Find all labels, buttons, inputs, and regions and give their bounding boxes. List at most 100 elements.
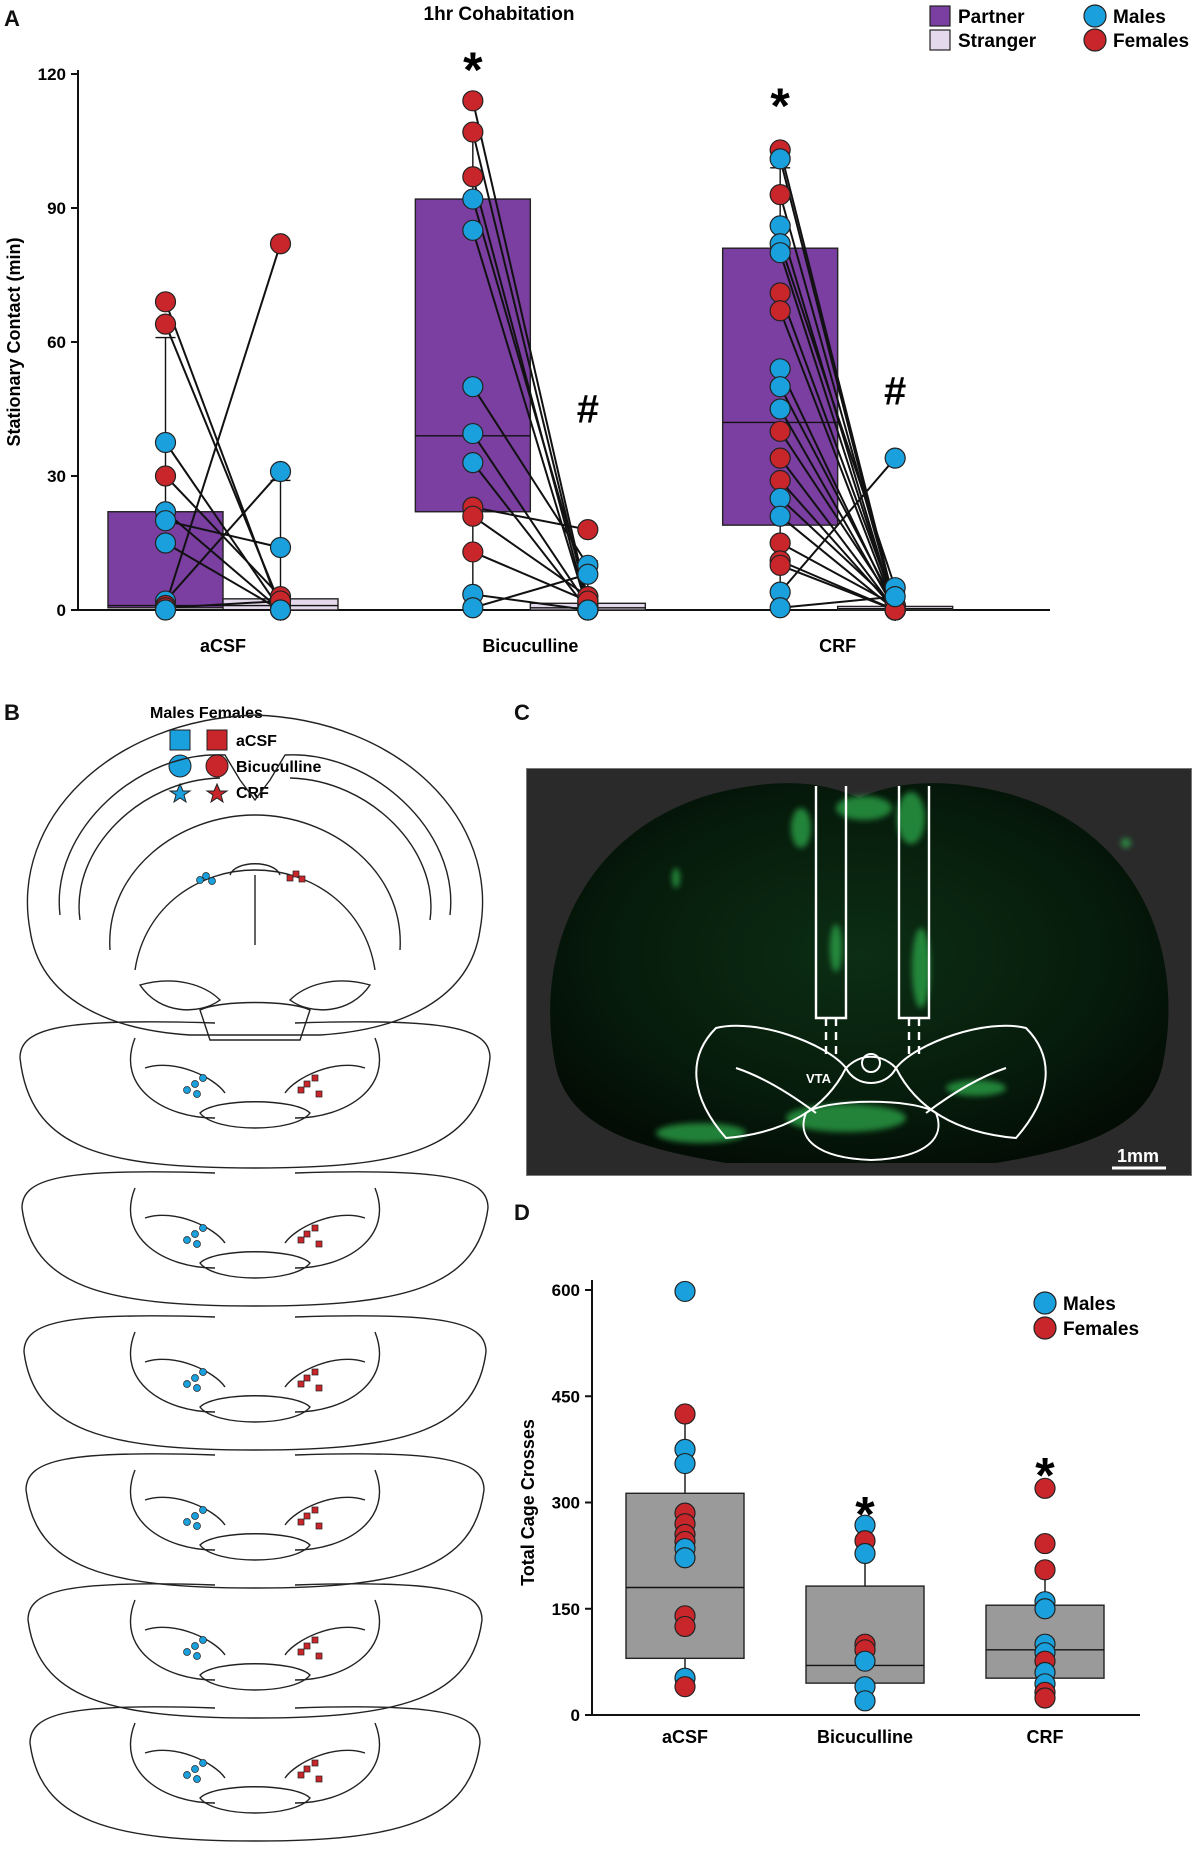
- pair-line: [472, 593, 588, 611]
- brain-section-outlines: [19, 714, 491, 1842]
- partner-point: [769, 505, 791, 527]
- panel-c-histology-image: VTA 1mm: [526, 768, 1192, 1176]
- injection-site-male: [191, 1765, 199, 1773]
- injection-site-female: [315, 1652, 323, 1660]
- partner-point: [769, 184, 791, 206]
- pair-line: [779, 542, 896, 607]
- section-outline: [129, 1037, 381, 1119]
- injection-site-male: [191, 1080, 199, 1088]
- injection-site-male: [193, 1775, 201, 1783]
- partner-point: [769, 148, 791, 170]
- partner-point: [769, 242, 791, 264]
- pair-line: [472, 515, 589, 598]
- legend-square-male: [169, 729, 191, 751]
- data-point: [1034, 1687, 1056, 1709]
- chart-d-ytick-label: 150: [552, 1600, 580, 1619]
- injection-site-male: [193, 1652, 201, 1660]
- injection-site-female: [311, 1636, 319, 1644]
- injection-site-female: [303, 1765, 311, 1773]
- partner-point: [462, 422, 484, 445]
- significance-mark: *: [770, 78, 790, 134]
- pair-line: [164, 510, 282, 611]
- section-outline: [27, 1583, 483, 1719]
- pair-line: [165, 600, 281, 609]
- section-outline: [129, 1469, 381, 1551]
- section-outline: [21, 1171, 489, 1307]
- section-outline: [78, 777, 432, 921]
- pair-line: [164, 441, 282, 611]
- injection-site-female: [286, 874, 294, 882]
- significance-mark: *: [1035, 1448, 1055, 1504]
- significance-mark: #: [577, 387, 599, 431]
- pair-line: [472, 506, 589, 531]
- chart-d-category-label: Bicuculline: [817, 1727, 913, 1747]
- significance-mark: #: [884, 370, 906, 414]
- partner-point: [462, 166, 484, 188]
- injection-site-female: [303, 1642, 311, 1650]
- partner-point: [769, 447, 791, 469]
- partner-point: [462, 505, 484, 527]
- chart-d-category-label: aCSF: [662, 1727, 708, 1747]
- partner-point: [154, 291, 177, 313]
- section-outline: [29, 1706, 481, 1842]
- chart-a-title: 1hr Cohabitation: [424, 4, 575, 25]
- data-point: [854, 1542, 876, 1565]
- section-outline: [144, 1626, 366, 1656]
- chart-a-category-label: Bicuculline: [482, 636, 578, 656]
- chart-d-ytick-label: 450: [552, 1387, 580, 1406]
- injection-site-female: [297, 1771, 305, 1779]
- pair-line: [471, 100, 589, 602]
- injection-site-male: [199, 1759, 207, 1767]
- partner-point: [769, 532, 791, 554]
- pair-line: [780, 595, 896, 609]
- injection-site-female: [297, 1380, 305, 1388]
- chart-d-ytick-label: 0: [571, 1706, 580, 1725]
- pair-line: [164, 470, 282, 602]
- injection-site-female: [315, 1090, 323, 1098]
- pair-line: [779, 243, 897, 588]
- section-outline: [199, 1786, 311, 1814]
- legend-label: Partner: [958, 7, 1025, 28]
- injection-site-male: [183, 1086, 191, 1094]
- pair-line: [779, 252, 897, 611]
- data-point: [674, 1403, 696, 1425]
- injection-site-male: [202, 872, 210, 880]
- injection-site-male: [193, 1240, 201, 1248]
- injection-site-male: [183, 1380, 191, 1388]
- injection-site-female: [315, 1240, 323, 1248]
- chart-a-ytick-label: 120: [38, 65, 66, 84]
- panel-letter-d: D: [514, 1200, 530, 1225]
- stranger-point: [577, 518, 599, 541]
- stranger-point: [577, 563, 599, 585]
- section-outline: [288, 980, 372, 1011]
- chart-a-ytick-label: 90: [47, 199, 66, 218]
- injection-site-male: [199, 1368, 207, 1376]
- data-point: [1034, 1532, 1056, 1555]
- partner-point: [769, 376, 791, 398]
- section-outline: [144, 1214, 366, 1244]
- significance-mark: *: [463, 42, 483, 98]
- injection-site-male: [199, 1506, 207, 1514]
- pair-line: [779, 564, 896, 611]
- pair-line: [164, 243, 282, 606]
- pair-line: [165, 519, 281, 549]
- injection-site-female: [315, 1522, 323, 1530]
- legend-dot: [1083, 28, 1107, 52]
- injection-site-female: [297, 1518, 305, 1526]
- stranger-point: [577, 599, 599, 621]
- partner-point: [769, 420, 791, 442]
- stranger-point: [269, 599, 292, 621]
- partner-point: [769, 487, 791, 509]
- section-outline: [19, 1021, 491, 1169]
- legend-label: Females: [1063, 1319, 1139, 1340]
- data-point: [854, 1690, 876, 1712]
- injection-site-male: [199, 1074, 207, 1082]
- section-outline: [129, 1722, 381, 1804]
- pair-line: [472, 551, 589, 602]
- chart-a-ylabel: Stationary Contact (min): [4, 237, 24, 446]
- injection-site-male: [199, 1636, 207, 1644]
- vta-label: VTA: [806, 1071, 832, 1086]
- data-point: [674, 1280, 696, 1303]
- section-outline: [144, 1749, 366, 1779]
